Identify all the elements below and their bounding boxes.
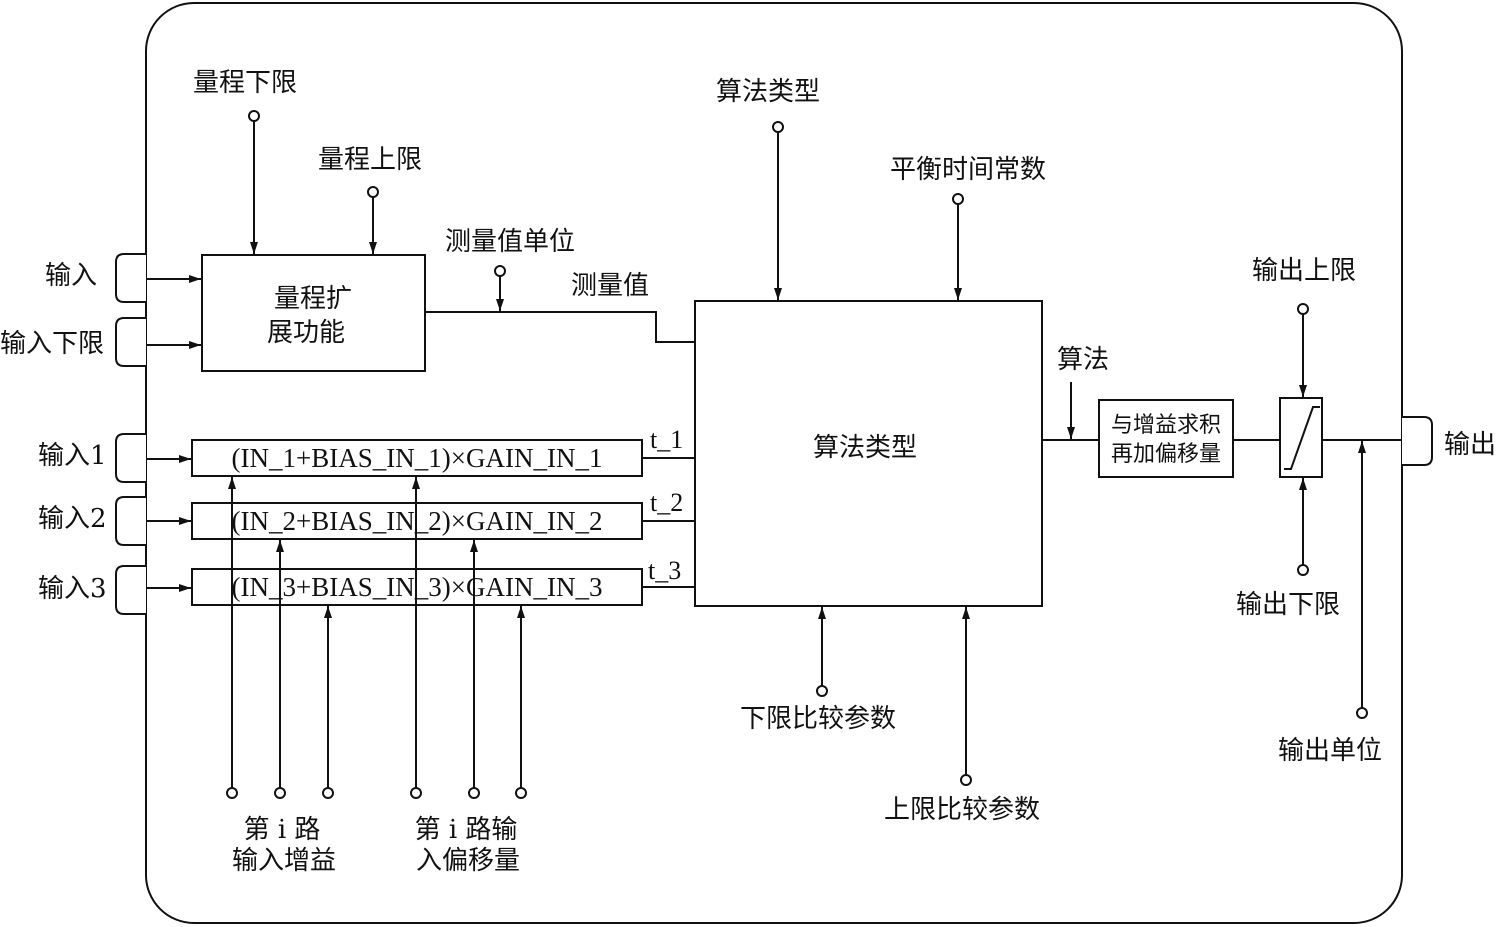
measured-unit-label: 测量值单位 (445, 227, 575, 257)
gain-terminal-1 (226, 787, 238, 799)
input-2-label: 输入2 (38, 504, 107, 534)
measured-unit-terminal (494, 265, 506, 277)
input-1-label: 输入1 (38, 441, 107, 471)
output-lower-label: 输出下限 (1236, 590, 1340, 620)
balance-time-label: 平衡时间常数 (890, 155, 1046, 185)
output-unit-terminal (1356, 707, 1368, 719)
limiter-block (1279, 397, 1323, 478)
balance-time-terminal (952, 193, 964, 205)
output-tab (1402, 416, 1433, 466)
input-main-label: 输入 (45, 261, 97, 291)
bias-terminal-1 (410, 787, 422, 799)
range-block-title-2: 展功能 (267, 318, 345, 348)
output-upper-label: 输出上限 (1252, 256, 1356, 286)
input-tab-2 (115, 496, 146, 546)
gain-bias-block (1098, 399, 1234, 478)
range-lower-label: 量程下限 (193, 68, 297, 98)
range-upper-label: 量程上限 (318, 145, 422, 175)
lower-compare-terminal (816, 685, 828, 697)
input-tab-main (115, 253, 146, 303)
input-lower-label: 输入下限 (0, 329, 104, 359)
gain-label-2: 输入增益 (232, 846, 336, 876)
formula-1: (IN_1+BIAS_IN_1)×GAIN_IN_1 (232, 443, 603, 473)
algorithm-type-label: 算法类型 (716, 77, 820, 107)
bias-terminal-2 (468, 787, 480, 799)
range-upper-terminal (367, 186, 379, 198)
input-tab-1 (115, 433, 146, 483)
t1-label: t_1 (650, 425, 683, 454)
t2-label: t_2 (650, 488, 683, 517)
upper-compare-terminal (960, 774, 972, 786)
bias-label-1: 第 i 路输 (415, 815, 518, 845)
measured-value-line (425, 311, 695, 343)
output-lower-terminal (1297, 564, 1309, 576)
gain-label-1: 第 i 路 (244, 815, 321, 845)
range-extension-block (201, 254, 426, 372)
input-3-label: 输入3 (38, 574, 107, 604)
lower-compare-label: 下限比较参数 (740, 704, 896, 734)
output-upper-terminal (1297, 303, 1309, 315)
output-unit-label: 输出单位 (1278, 736, 1382, 766)
algorithm-block (694, 300, 1043, 607)
gain-bias-line-2: 再加偏移量 (1111, 442, 1221, 467)
limiter-symbol (1284, 406, 1320, 470)
range-block-title-1: 量程扩 (274, 284, 352, 314)
range-lower-terminal (248, 110, 260, 122)
formula-box-1 (191, 439, 643, 477)
upper-compare-label: 上限比较参数 (884, 795, 1040, 825)
algorithm-type-terminal (772, 121, 784, 133)
input-tab-lower (115, 317, 146, 367)
gain-terminal-3 (322, 787, 334, 799)
measured-value-label: 测量值 (571, 271, 649, 301)
gain-terminal-2 (274, 787, 286, 799)
bias-label-2: 入偏移量 (416, 846, 520, 876)
bias-terminal-3 (515, 787, 527, 799)
algorithm-output-label: 算法 (1057, 345, 1109, 375)
algorithm-block-title: 算法类型 (813, 433, 917, 463)
input-tab-3 (115, 565, 146, 615)
output-label: 输出 (1444, 430, 1496, 460)
gain-bias-line-1: 与增益求积 (1111, 413, 1221, 438)
t3-label: t_3 (648, 556, 681, 585)
